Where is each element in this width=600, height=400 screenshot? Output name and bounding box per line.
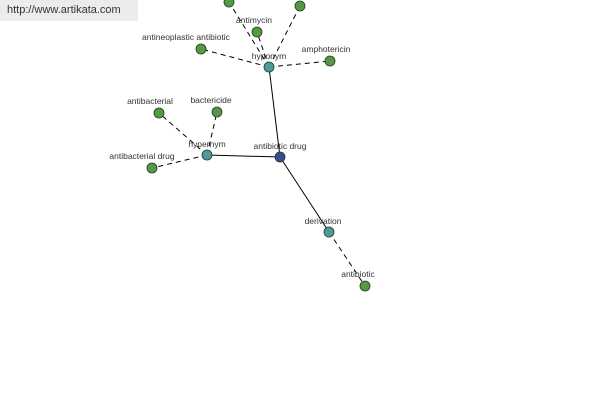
- edge-leaf-amphotericin: [268, 60, 331, 68]
- node-label-rel-hypernym: hypernym: [188, 139, 225, 149]
- node-label-rel-derivation: derivation: [305, 216, 342, 226]
- node-rel-derivation[interactable]: [323, 226, 335, 238]
- edge-leaf-antineoplastic: [200, 48, 270, 68]
- node-label-leaf-antimycin: antimycin: [236, 15, 272, 25]
- node-leaf-top2[interactable]: [294, 0, 306, 12]
- node-leaf-antineoplastic[interactable]: [195, 43, 207, 55]
- node-label-leaf-antibacterial: antibacterial: [127, 96, 173, 106]
- edge-leaf-antibacterial-drug: [151, 154, 208, 169]
- node-leaf-bactericide[interactable]: [211, 106, 223, 118]
- node-label-center: antibiotic drug: [254, 141, 307, 151]
- graph-nodes: [146, 0, 371, 292]
- node-label-leaf-antineoplastic: antineoplastic antibiotic: [142, 32, 231, 42]
- node-label-rel-hyponym: hyponym: [252, 51, 287, 61]
- watermark-banner: http://www.artikata.com: [0, 0, 138, 21]
- node-rel-hyponym[interactable]: [263, 61, 275, 73]
- edge-center-rel-hypernym: [206, 154, 281, 158]
- node-center[interactable]: [274, 151, 286, 163]
- edge-leaf-bactericide: [206, 111, 218, 156]
- node-label-leaf-antibiotic: antibiotic: [341, 269, 375, 279]
- node-leaf-antibiotic[interactable]: [359, 280, 371, 292]
- watermark-url: http://www.artikata.com: [7, 4, 121, 16]
- edge-center-rel-derivation: [279, 156, 330, 233]
- graph-edges: [151, 1, 366, 287]
- node-leaf-antibacterial-drug[interactable]: [146, 162, 158, 174]
- edge-leaf-antimycin: [256, 31, 270, 68]
- edge-leaf-top1: [228, 1, 270, 68]
- node-leaf-amphotericin[interactable]: [324, 55, 336, 67]
- node-leaf-antimycin[interactable]: [251, 26, 263, 38]
- edge-leaf-antibiotic: [328, 231, 366, 287]
- node-leaf-antibacterial[interactable]: [153, 107, 165, 119]
- edge-center-rel-hyponym: [268, 66, 281, 158]
- node-label-leaf-amphotericin: amphotericin: [302, 44, 351, 54]
- graph-labels: antimycin antineoplastic antibiotic amphot…: [109, 15, 375, 279]
- node-rel-hypernym[interactable]: [201, 149, 213, 161]
- edge-leaf-antibacterial: [158, 112, 208, 156]
- node-label-leaf-antibacterial-drug: antibacterial drug: [109, 151, 174, 161]
- edge-leaf-top2: [268, 5, 301, 68]
- node-leaf-top1[interactable]: [223, 0, 235, 8]
- node-label-leaf-bactericide: bactericide: [190, 95, 231, 105]
